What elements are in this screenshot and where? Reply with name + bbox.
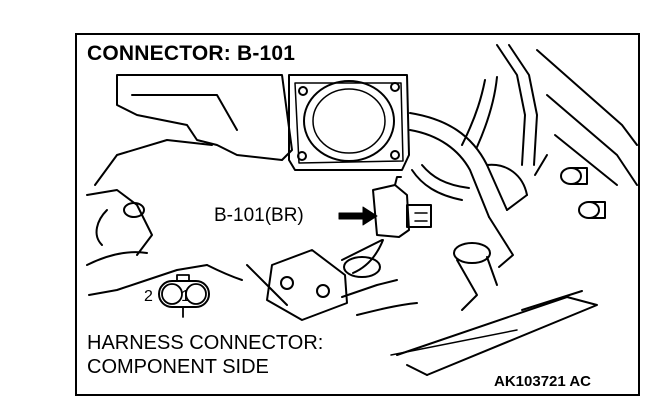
- diagram-title: CONNECTOR: B-101: [87, 42, 296, 65]
- throttle-body: [288, 74, 410, 171]
- diagram-frame: CONNECTOR: B-101 B-101(BR) 2 1 HARNESS C…: [75, 33, 640, 396]
- sensor-component: [341, 176, 432, 278]
- pin-number-2: 2: [144, 288, 153, 305]
- harness-connector-symbol: [158, 274, 210, 318]
- harness-label-line1: HARNESS CONNECTOR:: [87, 332, 324, 354]
- figure-code: AK103721 AC: [494, 373, 591, 390]
- leader-line: [390, 329, 518, 356]
- connector-callout-label: B-101(BR): [214, 205, 304, 226]
- hoses: [409, 76, 528, 268]
- lower-pipe: [396, 296, 598, 376]
- pin-number-1: 1: [181, 288, 190, 305]
- callout-arrow: [338, 206, 378, 226]
- bracket-assembly: [266, 242, 498, 321]
- engine-bay-illustration: [86, 44, 638, 376]
- vacuum-fittings: [560, 167, 606, 219]
- harness-label-line2: COMPONENT SIDE: [87, 356, 269, 378]
